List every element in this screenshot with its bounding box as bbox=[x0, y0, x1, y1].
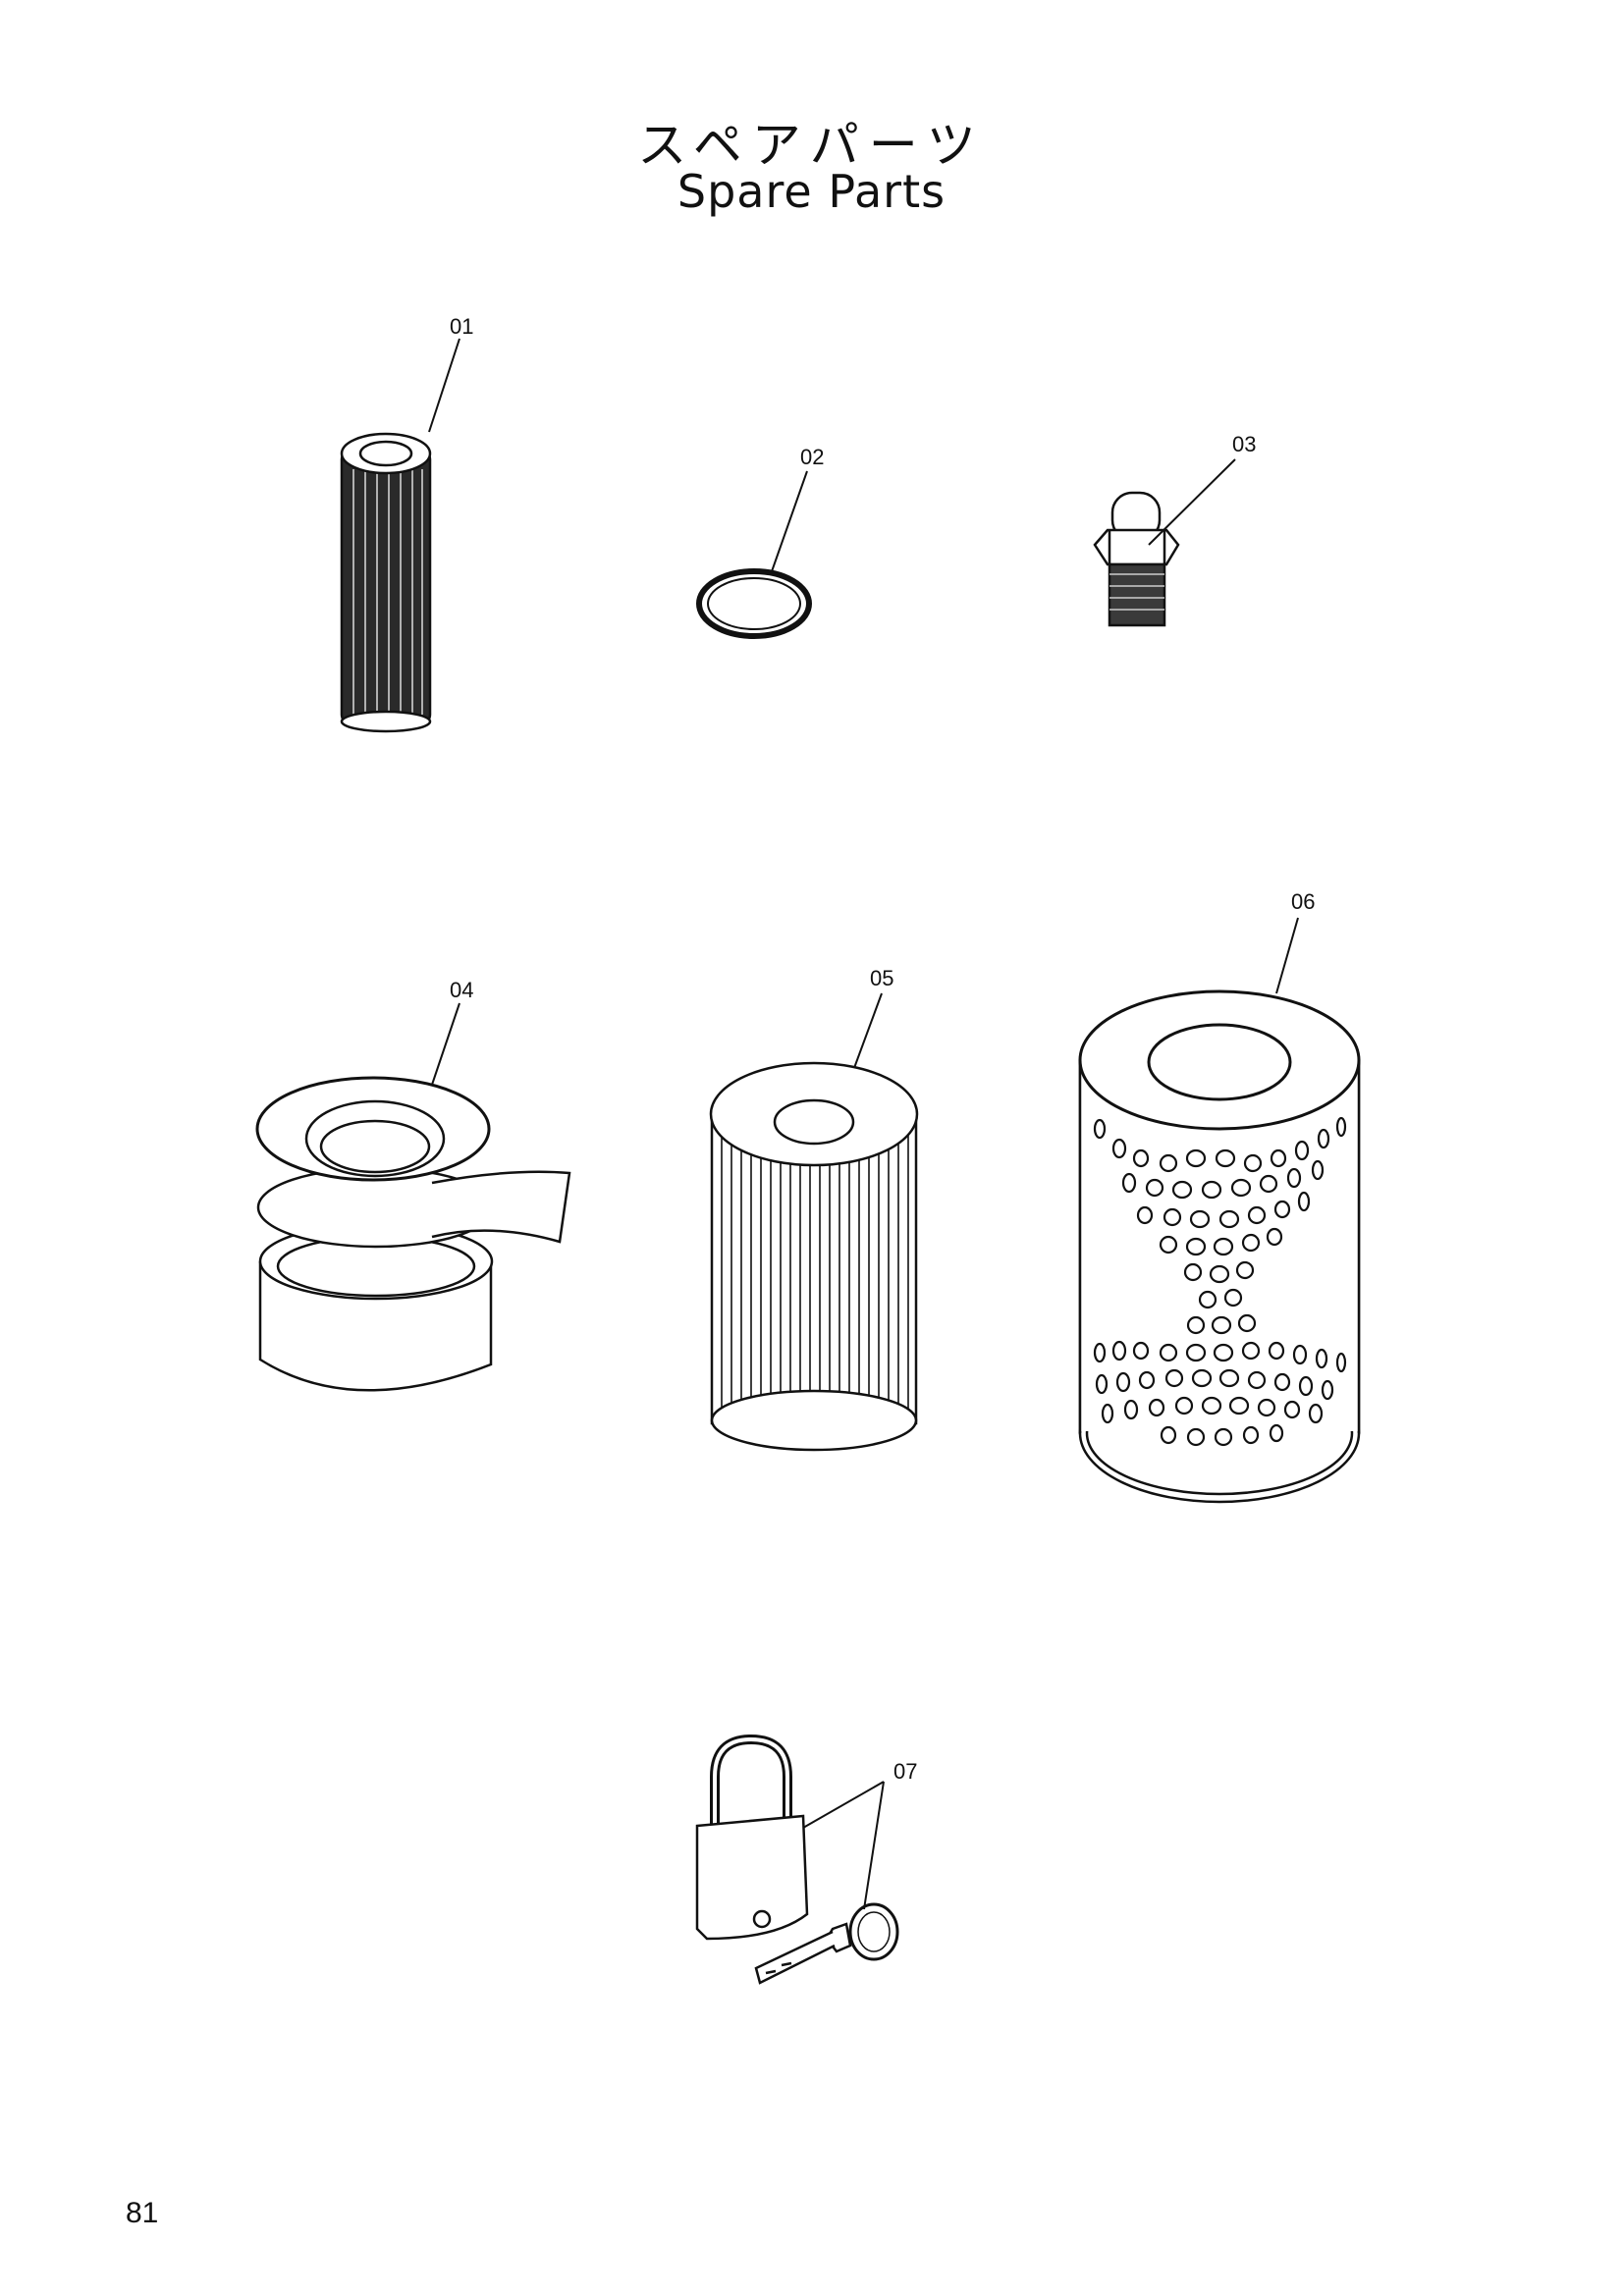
callout-01: 01 bbox=[450, 314, 473, 339]
callout-06: 06 bbox=[1291, 889, 1315, 914]
callout-05: 05 bbox=[870, 966, 893, 990]
callout-03: 03 bbox=[1232, 432, 1256, 456]
page-title-japanese: スペアパーツ bbox=[637, 117, 986, 174]
callout-04: 04 bbox=[450, 978, 473, 1002]
callout-07: 07 bbox=[893, 1759, 917, 1784]
part-04-strainer-element-icon bbox=[255, 1002, 571, 1392]
part-03-grease-nipple-icon bbox=[1093, 458, 1236, 627]
part-05-pleated-filter-icon bbox=[709, 992, 919, 1452]
part-01-cartridge-filter-icon bbox=[340, 338, 460, 733]
page-number: 81 bbox=[126, 2197, 159, 2229]
page-title-english: Spare Parts bbox=[676, 165, 947, 218]
callout-02: 02 bbox=[800, 445, 824, 469]
part-07-padlock-key-icon bbox=[695, 1734, 899, 1985]
part-06-perforated-filter-icon bbox=[1078, 917, 1361, 1504]
part-02-o-ring-icon bbox=[696, 470, 812, 639]
